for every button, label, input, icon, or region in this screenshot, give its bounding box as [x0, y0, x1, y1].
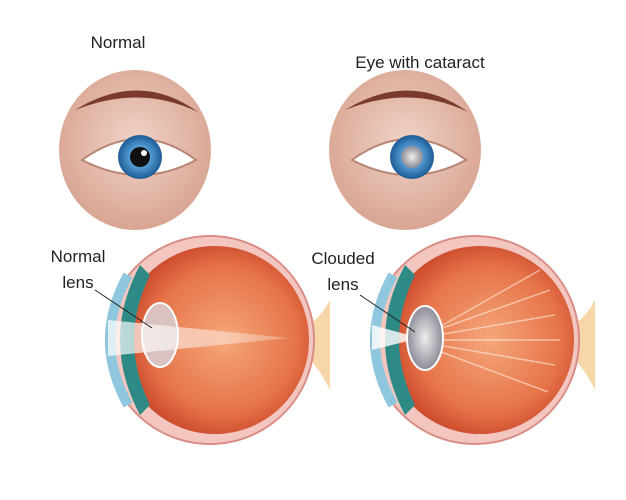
- label-line: lens: [62, 273, 94, 292]
- clouded-pupil: [401, 146, 423, 168]
- optic-nerve: [300, 300, 330, 390]
- eyebrow: [345, 90, 468, 112]
- normal-eye-cross-section: [94, 235, 330, 445]
- eyebrow: [75, 90, 198, 112]
- normal-lens-label: Normal lens: [38, 244, 118, 296]
- label-line: Clouded: [311, 249, 375, 268]
- cataract-eye-front: [329, 70, 481, 230]
- normal-eye-front: [59, 70, 211, 230]
- clouded-lens-label: Clouded lens: [300, 246, 386, 298]
- normal-title: Normal: [90, 33, 146, 52]
- cataract-title: Eye with cataract: [355, 53, 485, 72]
- cataract-eye-cross-section: [359, 235, 595, 445]
- clouded-lens: [406, 305, 444, 371]
- light-beam: [108, 320, 290, 356]
- label-line: Normal: [50, 247, 106, 266]
- iris-section: [385, 265, 415, 415]
- pupil: [130, 147, 150, 167]
- iris-section: [120, 265, 150, 415]
- label-line: lens: [327, 275, 359, 294]
- optic-nerve: [565, 300, 595, 390]
